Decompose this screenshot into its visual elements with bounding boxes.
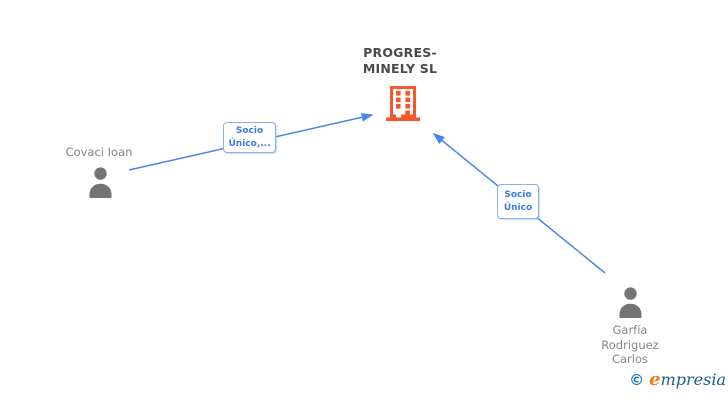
company-node-progres-minely[interactable]: PROGRES- MINELY SL (339, 45, 461, 77)
company-node-icon[interactable] (385, 86, 421, 121)
empresia-logo-rest: mpresia (660, 370, 726, 389)
empresia-logo: empresia (649, 371, 726, 389)
person-node-garfia-name[interactable]: Garfía Rodriguez Carlos (575, 323, 685, 367)
relation-label-line1: Socio (235, 125, 264, 136)
relation-label-socio-unico-2[interactable]: Socio Único (497, 184, 539, 219)
person-name-line2: Rodriguez (601, 337, 659, 352)
person-name-label: Covaci Ioan (65, 145, 133, 159)
building-icon (386, 86, 420, 121)
company-name-line2: MINELY SL (362, 61, 438, 76)
empresia-watermark[interactable]: © empresia (629, 371, 726, 389)
person-name-line3: Carlos (611, 352, 649, 366)
relation-label-line2: Único,... (228, 138, 271, 149)
person-node-covaci-name[interactable]: Covaci Ioan (44, 145, 154, 160)
person-name-line1: Garfía (612, 323, 648, 337)
relation-label-line1: Socio (504, 189, 532, 200)
company-name-line1: PROGRES- (363, 45, 437, 60)
person-node-garfia[interactable] (617, 287, 644, 318)
empresia-logo-e: e (649, 369, 661, 390)
person-icon (89, 167, 112, 198)
copyright-icon: © (629, 370, 645, 389)
relation-label-line2: Único (503, 202, 533, 213)
relation-label-socio-unico-1[interactable]: Socio Único,... (223, 122, 276, 153)
person-icon (619, 287, 642, 318)
person-node-covaci[interactable] (87, 167, 114, 198)
